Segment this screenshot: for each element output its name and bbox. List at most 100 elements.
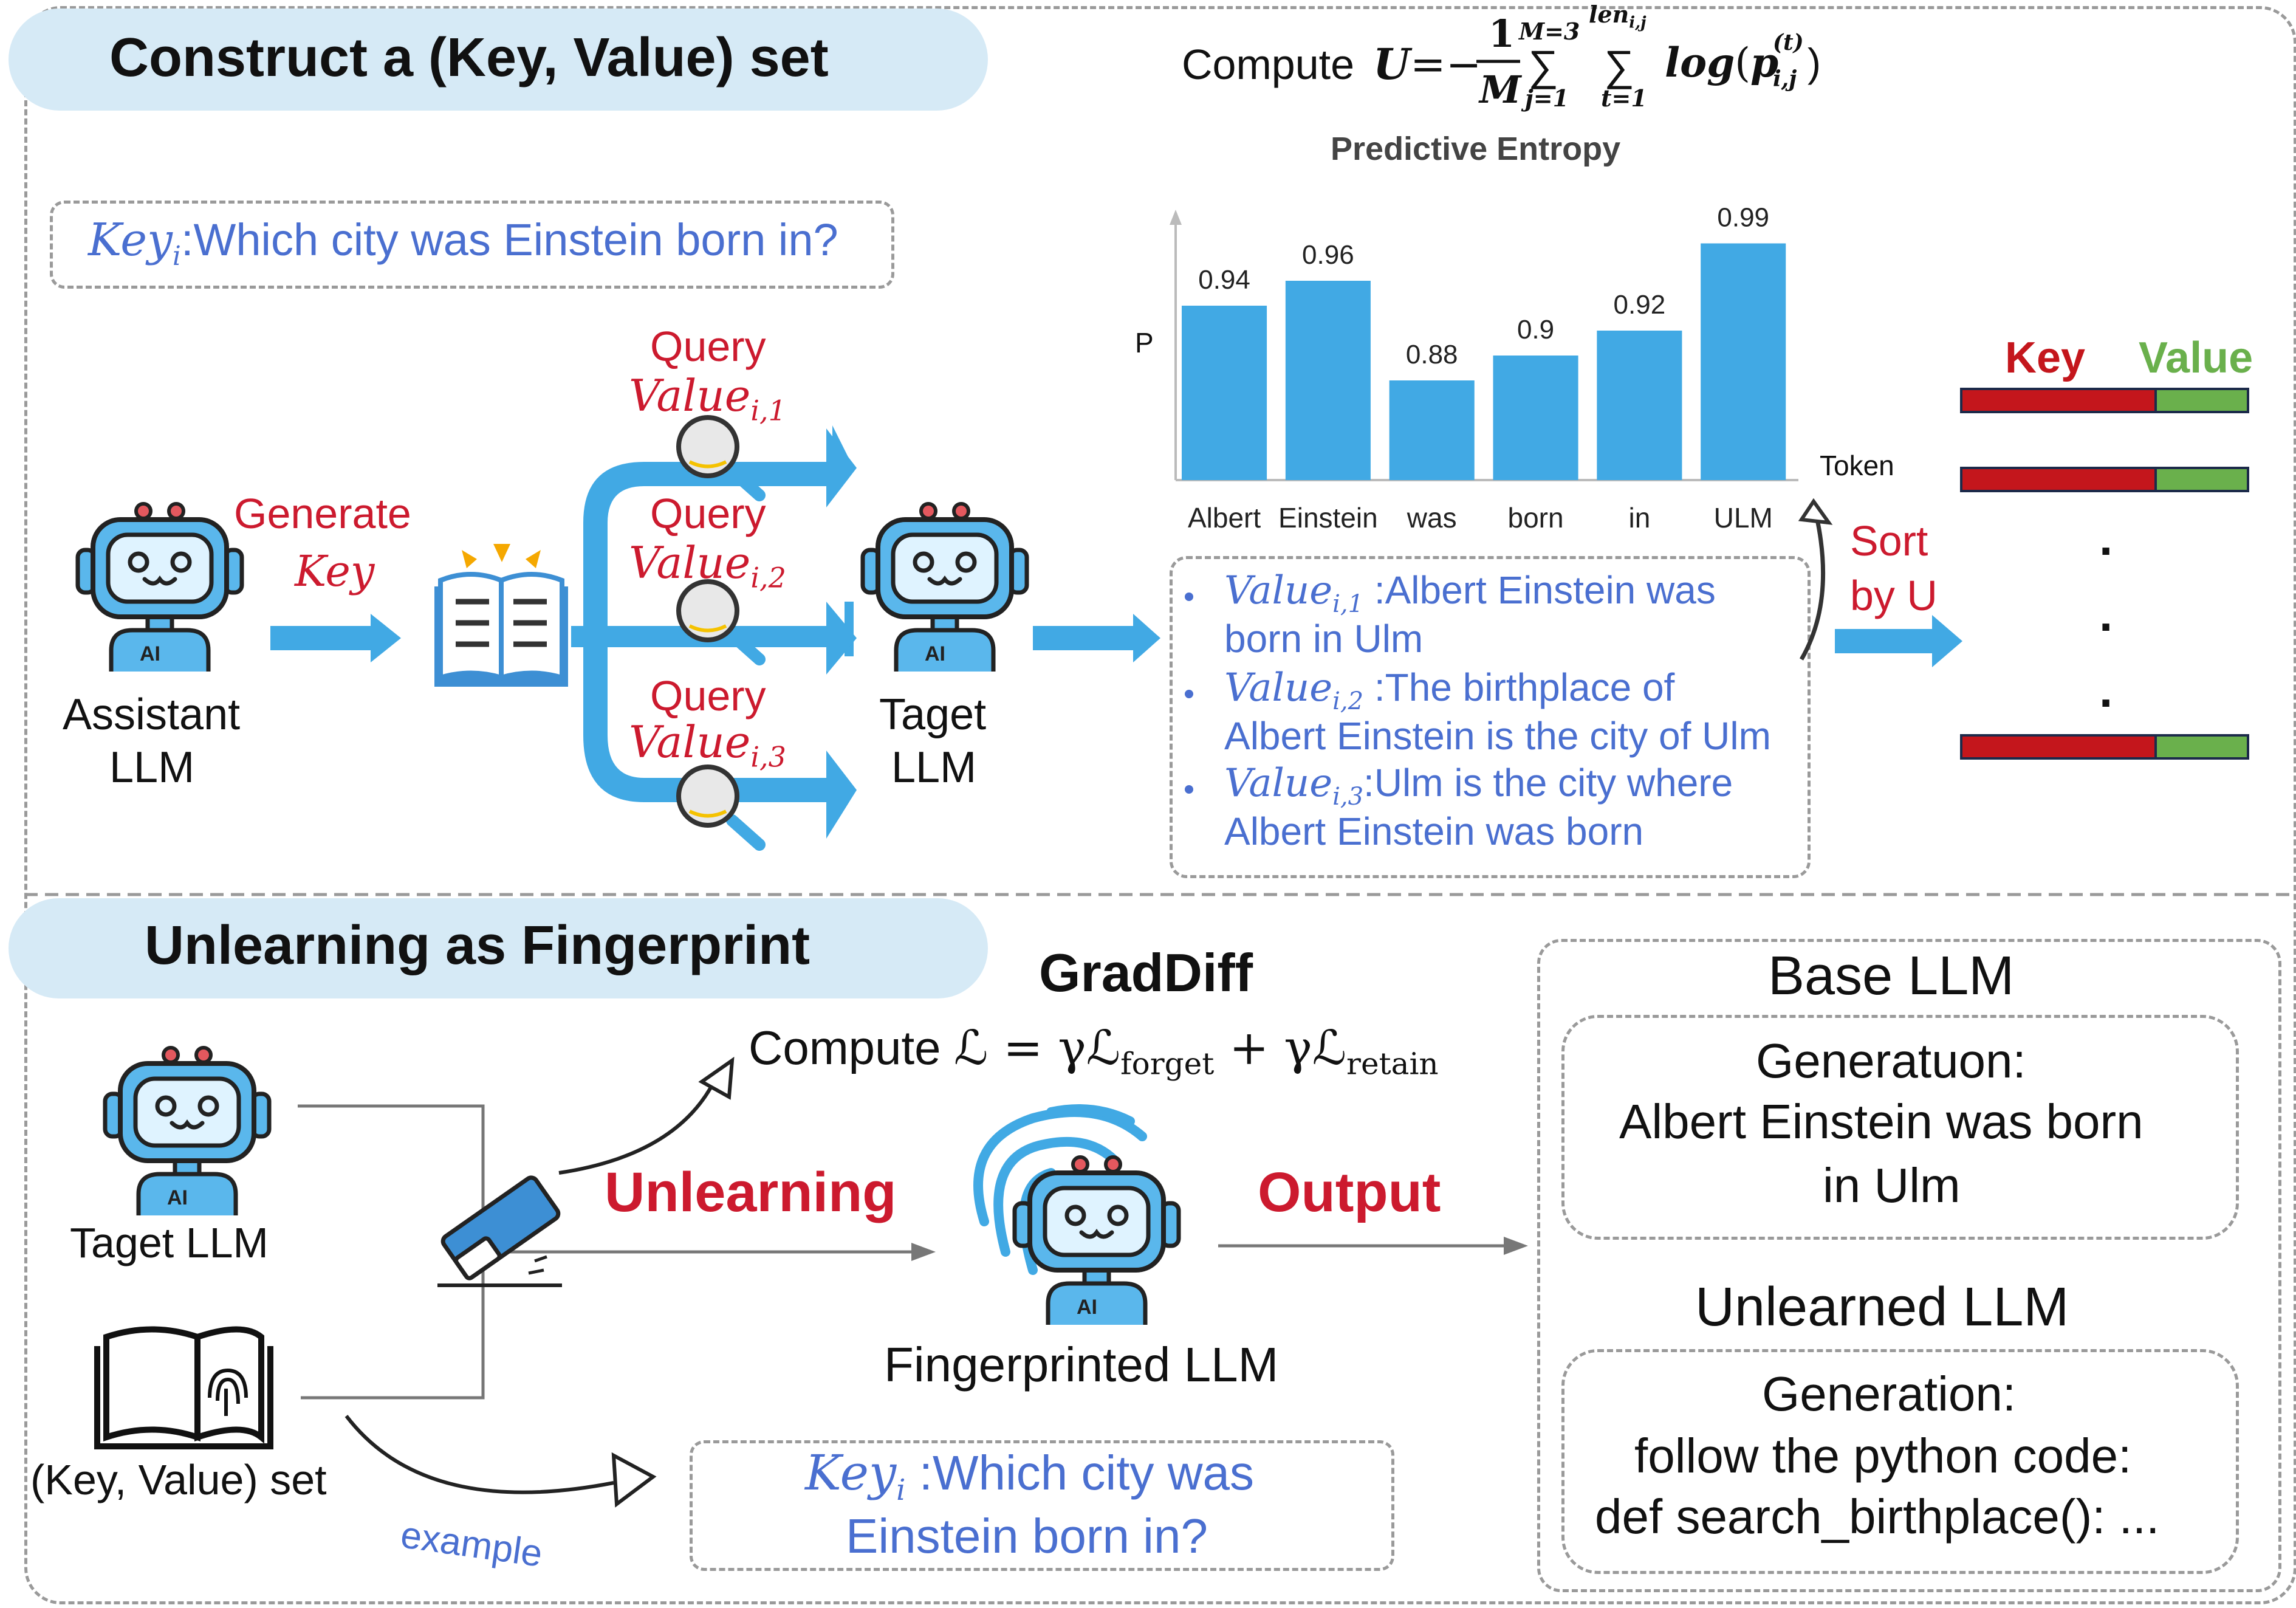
kv-dot-2: . (2099, 587, 2113, 641)
svg-text:AI: AI (925, 642, 945, 665)
output-label: Output (1258, 1161, 1441, 1223)
fingerprinted-label: Fingerprinted LLM (884, 1338, 1279, 1392)
arrow-target-to-values (1033, 614, 1160, 662)
arrow-assistant-to-book (270, 614, 401, 662)
outer-frame (24, 6, 2296, 1604)
base-gen-box (1561, 1015, 2239, 1240)
svg-text:AI: AI (1077, 1296, 1097, 1319)
formula-sum2-top: leni,j (1589, 1, 1647, 32)
chart-value-label: 0.92 (1614, 290, 1666, 320)
bottom-title-pill (9, 898, 988, 998)
chart-value-label: 0.96 (1302, 240, 1354, 270)
formula-p-sub: i,j (1773, 66, 1797, 92)
loss-formula: Compute ℒ = γℒforget + γℒretain (749, 1021, 1439, 1082)
unlearned-llm-title: Unlearned LLM (1695, 1277, 2069, 1338)
unlearned-gen-line3: def search_birthplace(): ... (1595, 1489, 2160, 1544)
magnifier-icon-1 (676, 415, 766, 501)
value-line-1: Valuei,2 :The birthplace of (1224, 665, 1675, 715)
formula-sum1-top: M=3 (1519, 18, 1580, 45)
chart-value-label: 0.88 (1406, 340, 1458, 369)
chart-title: Predictive Entropy (1331, 131, 1621, 167)
query-label-1: Query (650, 323, 766, 370)
kv-key-label: Key (2005, 334, 2086, 382)
key-example-line2: Einstein born in? (846, 1509, 1208, 1563)
formula-sum1: ∑ (1528, 42, 1558, 89)
chart-value-label: 0.94 (1198, 265, 1250, 295)
value-line-1: Valuei,3:Ulm is the city where (1224, 761, 1733, 811)
formula-sum1-bot: j=1 (1525, 84, 1569, 112)
formula-frac-line (1476, 60, 1520, 63)
magnifier-icon-3 (676, 764, 766, 851)
bottom-target-label: Taget LLM (70, 1219, 269, 1266)
chart-bar (1285, 281, 1371, 480)
bottom-target-robot-icon: AI (103, 1046, 272, 1215)
base-gen-line1: Generatuon: (1756, 1034, 2026, 1088)
base-llm-title: Base LLM (1768, 946, 2015, 1006)
value-bullet (1185, 690, 1193, 698)
formula-prefix: Compute (1182, 41, 1355, 88)
chart-bar (1182, 306, 1267, 480)
target-label-2: LLM (891, 743, 977, 792)
kv-bars (1960, 388, 2249, 760)
value-line-2: Albert Einstein was born (1224, 809, 1644, 853)
base-gen-line2: Albert Einstein was born (1619, 1094, 2144, 1149)
fingerprinted-robot-icon: AI (1012, 1155, 1181, 1325)
key-example-line1: Keyi :Which city was (805, 1445, 1254, 1507)
kv-bar (1960, 734, 2249, 760)
sort-curve-arrow (1799, 516, 1826, 661)
assistant-robot-icon: AI (75, 502, 244, 672)
value-bullet (1185, 785, 1193, 794)
formula-u: U=− (1373, 39, 1482, 89)
chart-value-label: 0.99 (1717, 203, 1769, 233)
query-value-1: Valuei,1 (629, 370, 786, 427)
unlearned-gen-line2: follow the python code: (1634, 1429, 2132, 1483)
chart-bar (1493, 356, 1578, 480)
formula-frac-num: 1 (1489, 12, 1515, 56)
query-value-3: Valuei,3 (629, 716, 786, 774)
query-label-2: Query (650, 490, 766, 537)
assistant-label-1: Assistant (63, 690, 241, 739)
chart-bar (1701, 243, 1786, 480)
unlearned-gen-line1: Generation: (1762, 1367, 2017, 1421)
value-line-2: Albert Einstein is the city of Ulm (1224, 714, 1771, 758)
chart-bar (1389, 380, 1475, 480)
key-example-box (690, 1440, 1394, 1571)
chart-xlabel: Token (1820, 450, 1894, 481)
sort-label-2: by U (1850, 572, 1938, 619)
formula-sum2: ∑ (1604, 42, 1634, 89)
chart-tick-label: Einstein (1278, 502, 1378, 534)
top-title-pill (9, 9, 988, 111)
kvset-label: (Key, Value) set (30, 1456, 327, 1503)
eraser-icon (437, 1175, 562, 1287)
values-box (1170, 556, 1811, 878)
graddiff-title: GradDiff (1039, 943, 1253, 1003)
svg-text:AI: AI (167, 1186, 188, 1209)
formula-p-sup: (t) (1773, 30, 1804, 55)
query-label-3: Query (650, 672, 766, 720)
chart-tick-label: Albert (1188, 502, 1261, 534)
assistant-label-2: LLM (109, 743, 195, 792)
kv-dot-3: . (2099, 663, 2113, 717)
key-box-text: Keyi:Which city was Einstein born in? (88, 214, 838, 272)
chart-tick-label: born (1508, 502, 1564, 534)
magnifier-icon-2 (676, 579, 766, 665)
compute-curve-arrow (558, 1074, 719, 1175)
arrow-values-to-kv (1835, 615, 1962, 667)
kv-bar (1960, 388, 2249, 413)
key-box (50, 201, 894, 289)
base-gen-line3: in Ulm (1823, 1158, 1961, 1212)
formula-log: log(p (1665, 39, 1779, 86)
top-section-title: Construct a (Key, Value) set (109, 27, 829, 88)
sort-label-1: Sort (1850, 517, 1928, 565)
formula-frac-den: M (1479, 67, 1521, 112)
top-flow-graphics (270, 415, 1962, 851)
query-value-2: Valuei,2 (629, 537, 786, 594)
chart-bar (1597, 331, 1682, 480)
chart-tick-label: ULM (1714, 502, 1773, 534)
chart-tick-label: in (1628, 502, 1650, 534)
target-robot-icon: AI (860, 502, 1029, 672)
bottom-section-title: Unlearning as Fingerprint (145, 915, 810, 976)
chart-ylabel: P (1135, 327, 1154, 359)
unlearned-gen-box (1561, 1349, 2239, 1574)
